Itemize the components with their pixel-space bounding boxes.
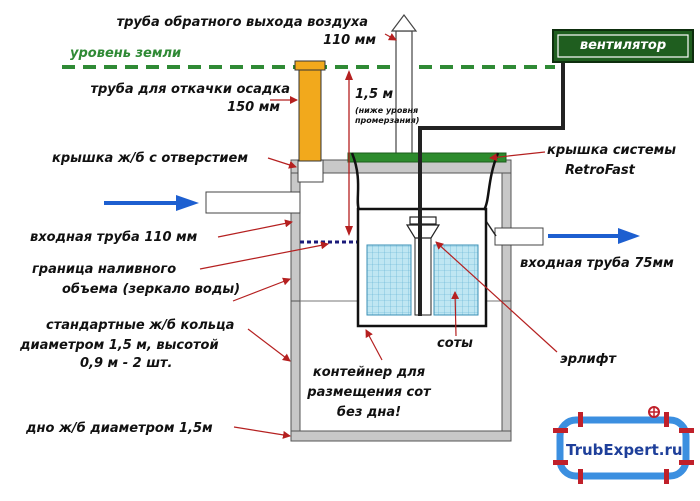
fill-level-label-line2: объема (зеркало воды): [62, 282, 241, 297]
pointer-lid-hole: [267, 157, 297, 169]
honeycomb-right: [433, 244, 479, 316]
trubexpert-logo: [553, 406, 694, 484]
honeycomb-label: соты: [437, 336, 473, 351]
air-return-pipe: [395, 30, 413, 164]
inlet-flow-arrowhead: [176, 195, 199, 211]
container-hanger-left: [350, 152, 361, 211]
air-pipe-label-line2: 110 мм: [323, 33, 376, 48]
air-pipe-cap: [390, 14, 418, 32]
sludge-pipe: [298, 67, 322, 162]
sludge-pipe-label-line2: 150 мм: [227, 100, 280, 115]
outlet-connector: [485, 220, 497, 237]
depth-arrowhead-bottom: [345, 226, 353, 236]
system-lid-label-line2: RetroFast: [565, 163, 635, 178]
depth-value: 1,5 м: [355, 87, 394, 102]
fan-box-inner: [557, 34, 689, 58]
airlift-funnel: [405, 224, 441, 239]
container-label-line3: без дна!: [336, 405, 402, 420]
outlet-pipe: [494, 227, 544, 246]
inlet-pipe-label: входная труба 110 мм: [30, 230, 198, 245]
inlet-pipe: [205, 191, 301, 214]
pointer-airlift: [435, 241, 558, 353]
air-pipe-label-line1: труба обратного выхода воздуха: [116, 15, 368, 30]
airlift-top: [409, 216, 437, 225]
pointer-rings-upper: [232, 277, 291, 302]
tank-right-wall: [501, 162, 512, 432]
lid-hole-label: крышка ж/б с отверстием: [52, 151, 248, 166]
ground-level-label: уровень земли: [70, 46, 182, 61]
depth-arrowhead-top: [345, 70, 353, 80]
tank-bottom: [290, 430, 512, 442]
sludge-pipe-cap: [294, 60, 326, 71]
fill-level-label-line1: граница наливного: [32, 262, 177, 277]
rings-label-line1: стандартные ж/б кольца: [46, 318, 235, 333]
pointer-bottom: [233, 426, 291, 439]
sludge-pipe-white: [297, 159, 324, 183]
logo-text: TrubExpert.ru: [566, 441, 683, 459]
system-lid: [347, 152, 507, 163]
system-lid-label-line1: крышка системы: [547, 143, 677, 158]
pointer-fill-level: [199, 241, 329, 270]
fan-label: вентилятор: [579, 38, 667, 53]
pointer-rings-lower: [247, 328, 291, 362]
honeycomb-left: [366, 244, 412, 316]
airlift-tube: [414, 234, 432, 316]
pointer-honeycomb: [451, 291, 460, 337]
rings-label-line2: диаметром 1,5 м, высотой: [20, 338, 219, 353]
pointer-air-pipe: [384, 33, 397, 41]
depth-note-line1: (ниже уровня: [355, 106, 419, 115]
container-label-line2: размещения сот: [307, 385, 431, 400]
pointer-inlet-pipe: [217, 219, 293, 238]
sludge-pipe-label-line1: труба для откачки осадка: [90, 82, 290, 97]
container-label-line1: контейнер для: [312, 365, 426, 380]
outlet-flow-arrowhead: [618, 228, 640, 244]
pointer-container: [365, 329, 383, 361]
pointer-system-lid: [489, 151, 546, 162]
outlet-pipe-label: входная труба 75мм: [520, 256, 674, 271]
depth-note-line2: промерзания): [355, 116, 420, 125]
airlift-label: эрлифт: [560, 352, 617, 367]
rings-label-line3: 0,9 м - 2 шт.: [80, 356, 173, 371]
fan-air-hose: [418, 60, 565, 316]
bottom-label: дно ж/б диаметром 1,5м: [26, 421, 213, 436]
